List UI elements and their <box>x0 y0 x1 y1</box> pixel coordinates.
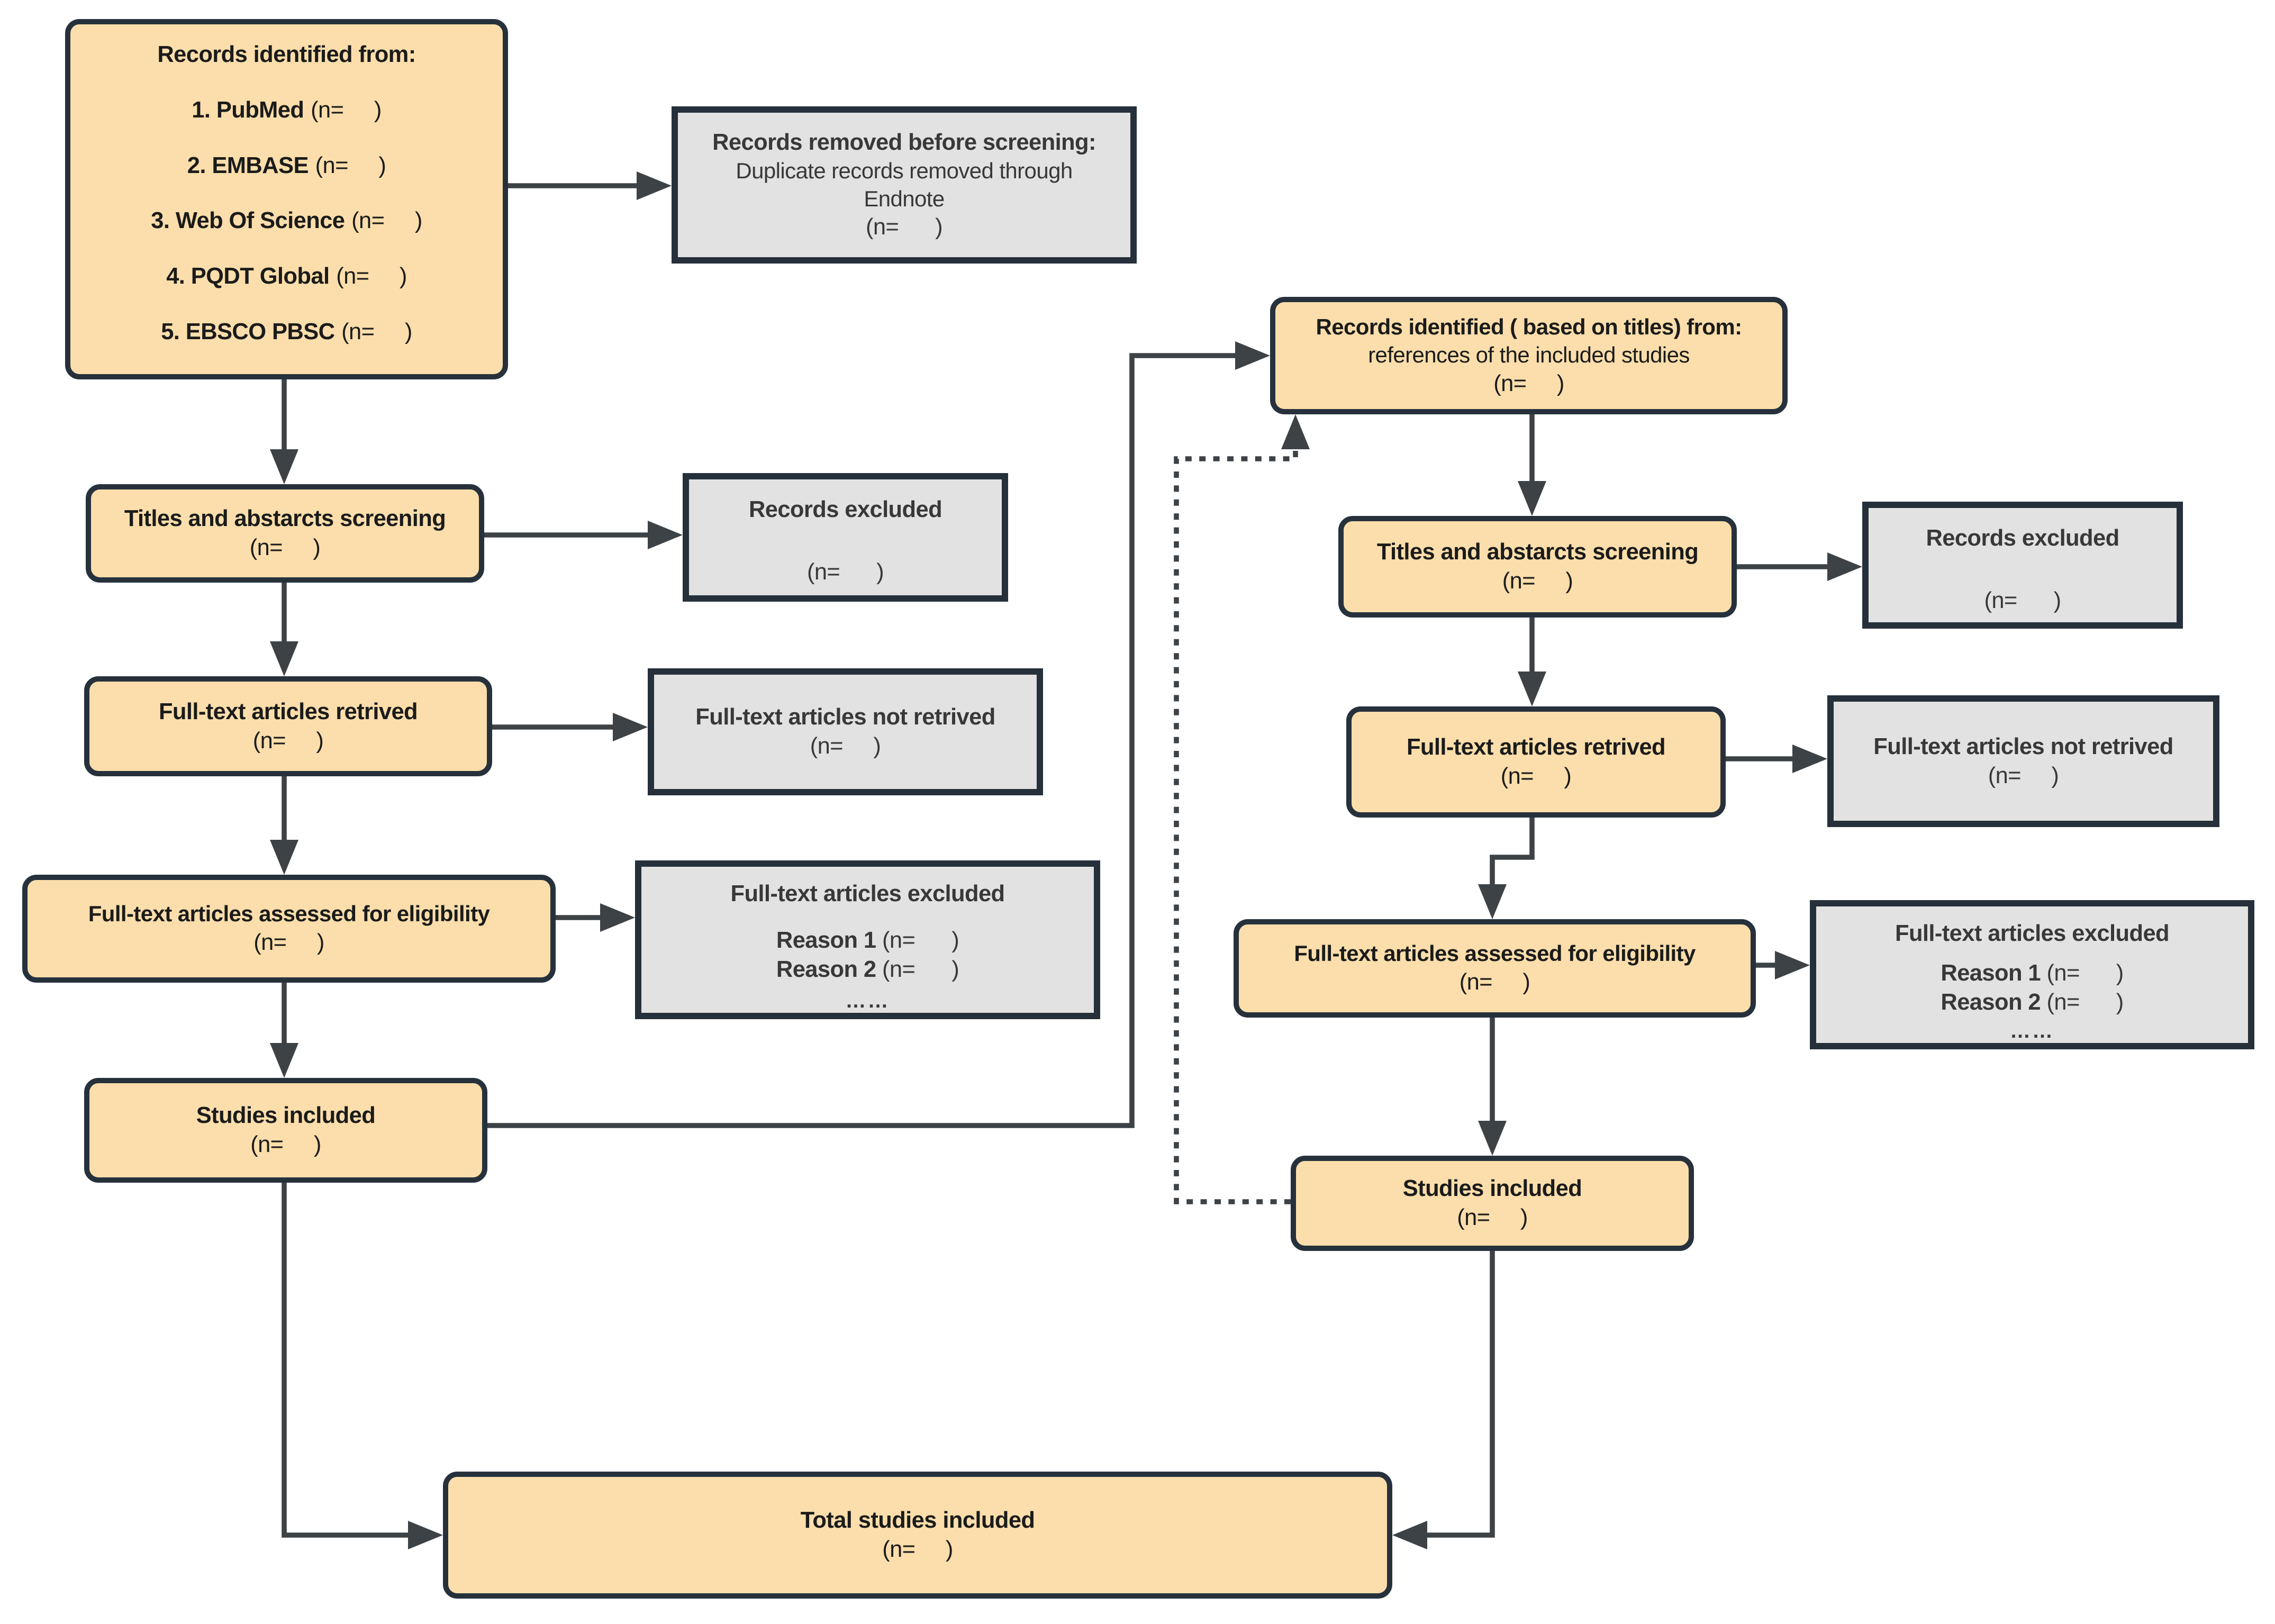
source-item: 1. PubMed (n= ) <box>192 95 382 125</box>
box-title: Total studies included <box>800 1508 1035 1534</box>
n-placeholder: (n= ) <box>311 97 382 123</box>
box-records-excluded-db: Records excluded (n= ) <box>683 473 1008 602</box>
n-placeholder: (n= ) <box>1500 764 1572 789</box>
n-placeholder: (n= ) <box>1988 763 2059 788</box>
box-title: Full-text articles retrived <box>1406 734 1666 760</box>
source-item: 5. EBSCO PBSC (n= ) <box>161 316 412 347</box>
n-placeholder: (n= ) <box>806 559 884 585</box>
n-placeholder: (n= ) <box>882 957 959 983</box>
n-placeholder: (n= ) <box>2046 989 2124 1015</box>
box-studies-included-ref: Studies included (n= ) <box>1291 1156 1694 1251</box>
reason-name: Reason 1 <box>1941 960 2041 986</box>
box-title: Records excluded <box>1926 525 2119 551</box>
box-records-identified-references: Records identified ( based on titles) fr… <box>1270 297 1788 414</box>
box-records-identified-databases: Records identified from: 1. PubMed (n= )… <box>65 19 508 379</box>
reason-item: Reason 1 (n= ) <box>1941 959 2124 988</box>
reason-name: Reason 1 <box>776 928 876 954</box>
box-title: Studies included <box>1402 1176 1582 1202</box>
box-fulltext-excluded-db: Full-text articles excluded Reason 1 (n=… <box>635 860 1100 1019</box>
source-name: 4. PQDT Global <box>166 264 330 289</box>
reason-name: Reason 2 <box>1941 989 2041 1015</box>
n-placeholder: (n= ) <box>336 264 407 289</box>
n-placeholder: (n= ) <box>252 728 324 754</box>
box-title: Full-text articles assessed for eligibil… <box>1294 941 1696 966</box>
box-fulltext-not-retrieved-db: Full-text articles not retrived (n= ) <box>648 668 1043 795</box>
n-placeholder: (n= ) <box>1502 568 1573 594</box>
box-line: Duplicate records removed through <box>736 158 1073 183</box>
box-title: Full-text articles excluded <box>1895 921 2170 946</box>
source-name: 5. EBSCO PBSC <box>161 319 335 344</box>
ellipsis: …… <box>845 990 890 1013</box>
n-placeholder: (n= ) <box>882 1537 953 1562</box>
source-item: 3. Web Of Science (n= ) <box>151 205 422 235</box>
box-titles-abstracts-screening-db: Titles and abstarcts screening (n= ) <box>86 484 484 583</box>
n-placeholder: (n= ) <box>341 319 412 344</box>
box-titles-abstracts-screening-ref: Titles and abstarcts screening (n= ) <box>1338 516 1737 618</box>
source-item: 4. PQDT Global (n= ) <box>166 261 407 291</box>
box-title: Full-text articles excluded <box>730 881 1005 906</box>
box-fulltext-retrieved-ref: Full-text articles retrived (n= ) <box>1346 706 1726 818</box>
source-item: 2. EMBASE (n= ) <box>187 150 386 180</box>
n-placeholder: (n= ) <box>1457 1205 1528 1230</box>
box-total-studies-included: Total studies included (n= ) <box>443 1472 1392 1599</box>
box-title: Records removed before screening: <box>712 129 1096 155</box>
reason-item: Reason 2 (n= ) <box>776 955 959 984</box>
box-title: Full-text articles retrived <box>158 698 418 724</box>
ellipsis: …… <box>2010 1020 2054 1043</box>
reason-item: Reason 2 (n= ) <box>1941 988 2124 1017</box>
box-subtitle: references of the included studies <box>1368 342 1690 367</box>
n-placeholder: (n= ) <box>1984 587 2061 613</box>
box-title: Full-text articles not retrived <box>1873 733 2173 759</box>
box-title: Titles and abstarcts screening <box>1376 539 1699 565</box>
box-fulltext-not-retrieved-ref: Full-text articles not retrived (n= ) <box>1827 695 2219 827</box>
box-records-excluded-ref: Records excluded (n= ) <box>1862 502 2183 629</box>
n-placeholder: (n= ) <box>351 208 422 234</box>
box-title: Titles and abstarcts screening <box>124 506 446 532</box>
source-name: 3. Web Of Science <box>151 208 345 234</box>
reason-name: Reason 2 <box>776 957 876 983</box>
source-name: 1. PubMed <box>192 97 304 123</box>
box-fulltext-assessed-db: Full-text articles assessed for eligibil… <box>22 875 556 983</box>
n-placeholder: (n= ) <box>1493 370 1564 396</box>
n-placeholder: (n= ) <box>2046 960 2124 986</box>
box-fulltext-retrieved-db: Full-text articles retrived (n= ) <box>84 676 492 776</box>
box-title: Full-text articles not retrived <box>695 704 995 730</box>
n-placeholder: (n= ) <box>865 214 943 240</box>
box-line: Endnote <box>864 186 945 211</box>
box-fulltext-assessed-ref: Full-text articles assessed for eligibil… <box>1234 919 1756 1018</box>
n-placeholder: (n= ) <box>882 928 959 954</box>
box-title: Records excluded <box>748 497 942 522</box>
box-records-removed-before-screening: Records removed before screening: Duplic… <box>672 106 1137 264</box>
n-placeholder: (n= ) <box>250 1132 321 1157</box>
n-placeholder: (n= ) <box>249 535 321 560</box>
n-placeholder: (n= ) <box>1459 969 1530 995</box>
box-fulltext-excluded-ref: Full-text articles excluded Reason 1 (n=… <box>1810 900 2254 1049</box>
reason-item: Reason 1 (n= ) <box>776 926 959 955</box>
box-title: Studies included <box>196 1103 376 1129</box>
source-name: 2. EMBASE <box>187 152 309 178</box>
n-placeholder: (n= ) <box>253 930 324 956</box>
box-title: Records identified from: <box>157 42 416 67</box>
n-placeholder: (n= ) <box>315 152 386 178</box>
box-studies-included-db: Studies included (n= ) <box>84 1078 487 1183</box>
n-placeholder: (n= ) <box>810 733 881 759</box>
box-title: Records identified ( based on titles) fr… <box>1316 314 1743 339</box>
box-title: Full-text articles assessed for eligibil… <box>88 901 490 927</box>
